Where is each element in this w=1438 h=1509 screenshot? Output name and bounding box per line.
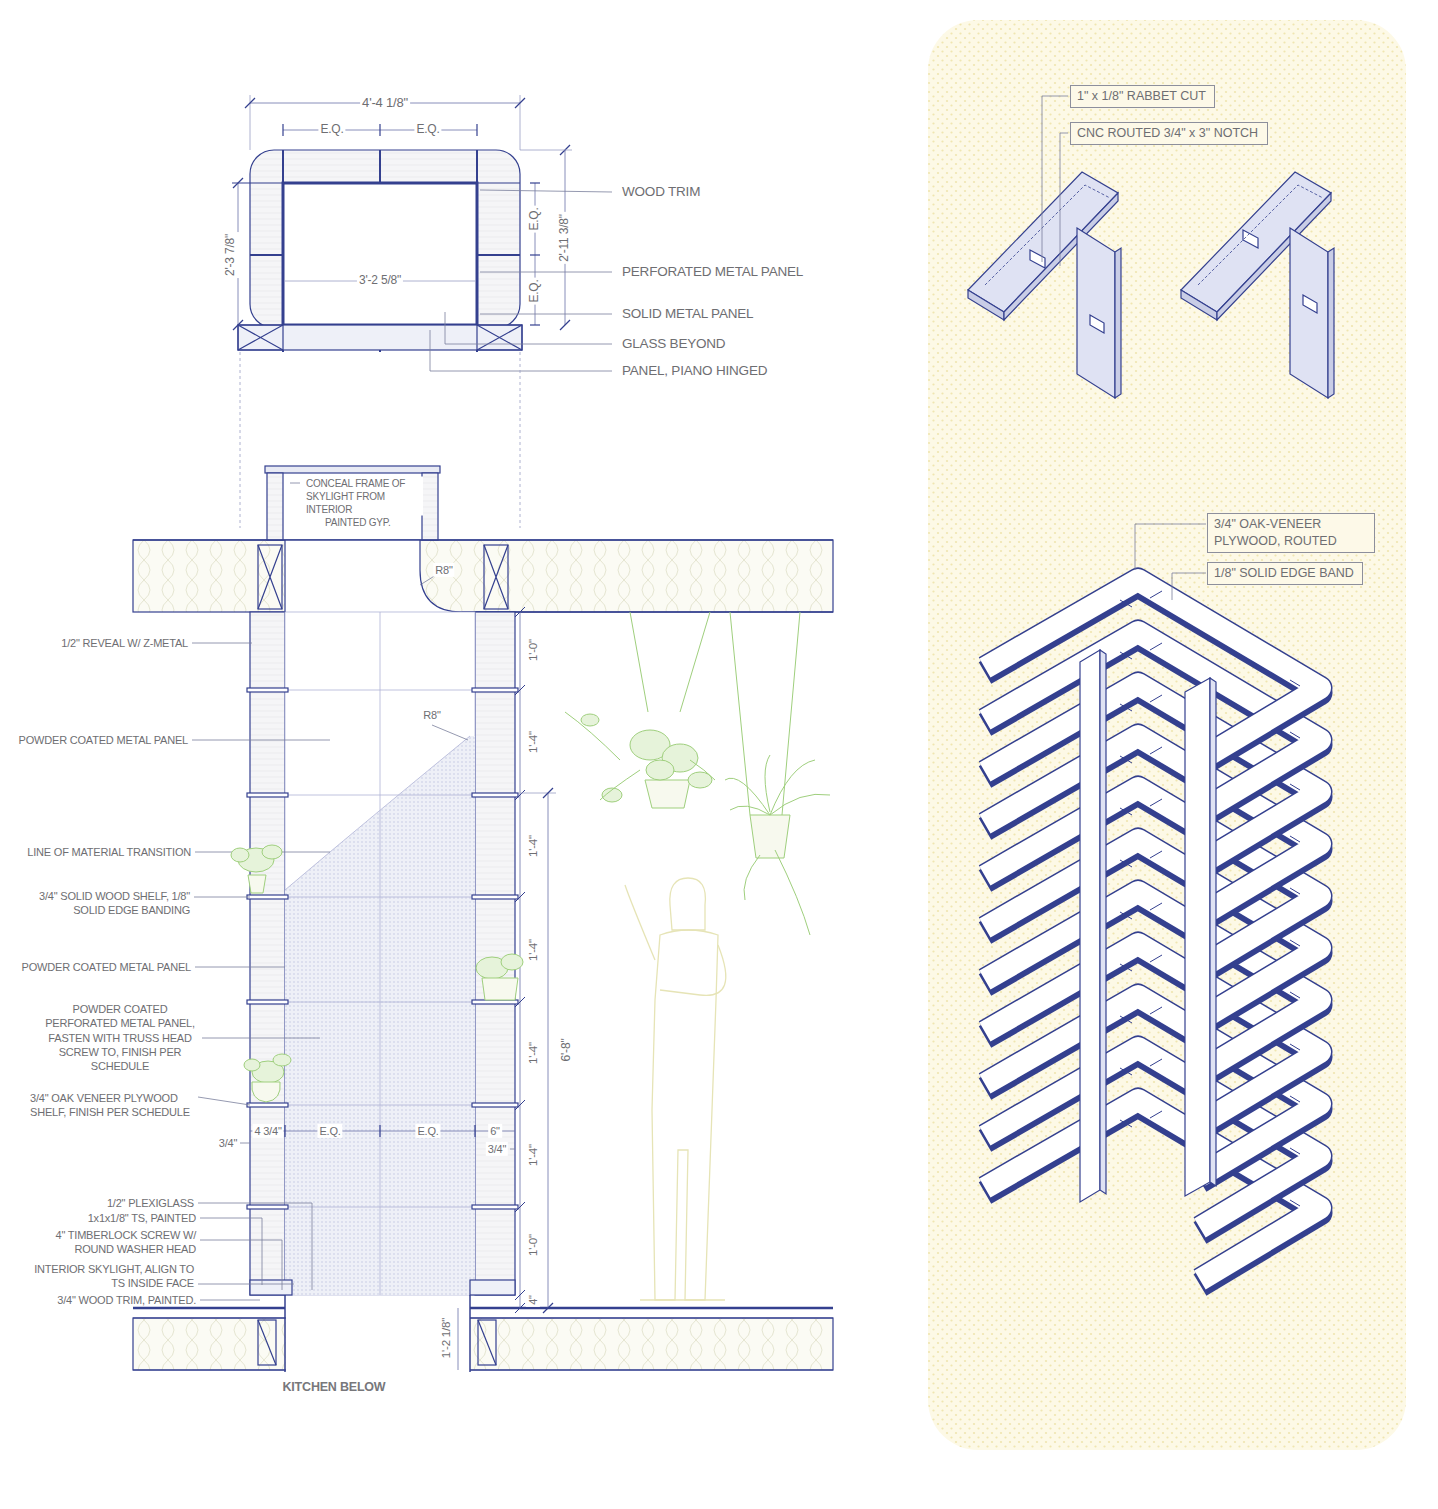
callout-label: POWDER COATED METAL PANEL <box>22 960 191 974</box>
callout-label: POWDER COATED METAL PANEL <box>19 733 188 747</box>
dimension: 1'-4" <box>526 833 541 859</box>
dimension: 3'-2 5/8" <box>357 273 403 289</box>
callout-label: GLASS BEYOND <box>622 335 725 353</box>
dimension: 1'-0" <box>526 1232 541 1258</box>
callout-text: 1/8" SOLID EDGE BAND <box>1214 565 1356 582</box>
dimension: E.Q. <box>318 122 345 138</box>
callout-label: INTERIOR SKYLIGHT, ALIGN TO TS INSIDE FA… <box>19 1262 194 1291</box>
callout-label: CONCEAL FRAME OF SKYLIGHT FROM INTERIOR <box>304 477 423 516</box>
dimension: 3/4" <box>486 1142 508 1156</box>
dimension: E.Q. <box>414 122 441 138</box>
dimension: E.Q. <box>527 205 543 232</box>
callout-label: PANEL, PIANO HINGED <box>622 362 767 380</box>
callout-label: 1x1x1/8" TS, PAINTED <box>88 1211 196 1225</box>
dimension: 4 3/4" <box>252 1124 283 1138</box>
dimension: 1'-4" <box>526 729 541 755</box>
dimension: 1'-4" <box>526 1142 541 1168</box>
sheet-note: KITCHEN BELOW <box>283 1379 386 1395</box>
dimension: E.Q. <box>317 1124 342 1138</box>
callout-label: SOLID METAL PANEL <box>622 305 753 323</box>
callout-box: 1/8" SOLID EDGE BAND <box>1207 562 1363 585</box>
dimension: 1'-0" <box>526 637 541 663</box>
dimension: 1'-4" <box>526 1040 541 1066</box>
callout-label: 3/4" OAK VENEER PLYWOOD SHELF, FINISH PE… <box>30 1091 200 1120</box>
callout-text: 1" x 1/8" RABBET CUT <box>1077 88 1208 105</box>
callout-text: 3/4" OAK-VENEER PLYWOOD, ROUTED <box>1214 516 1368 550</box>
callout-label: PAINTED GYP. <box>323 516 393 529</box>
callout-label: 1/2" REVEAL W/ Z-METAL <box>61 636 188 650</box>
callout-box: 1" x 1/8" RABBET CUT <box>1070 85 1215 108</box>
callout-box: 3/4" OAK-VENEER PLYWOOD, ROUTED <box>1207 513 1375 553</box>
dimension: 2'-3 7/8" <box>223 232 239 278</box>
dimension: 2'-11 3/8" <box>557 212 573 264</box>
callout-label: WOOD TRIM <box>622 183 700 201</box>
callout-label: PERFORATED METAL PANEL <box>622 263 803 281</box>
callout-label: 3/4" SOLID WOOD SHELF, 1/8" SOLID EDGE B… <box>25 889 190 918</box>
dimension: R8" <box>421 708 442 722</box>
callout-text: CNC ROUTED 3/4" x 3" NOTCH <box>1077 125 1261 142</box>
dimension: E.Q. <box>527 277 543 304</box>
dimension: 1'-2 1/8" <box>439 1316 454 1360</box>
dimension: 3/4" <box>217 1136 239 1150</box>
callout-label: 4" TIMBERLOCK SCREW W/ ROUND WASHER HEAD <box>31 1228 196 1257</box>
dimension: 4" <box>526 1293 540 1307</box>
callout-box: CNC ROUTED 3/4" x 3" NOTCH <box>1070 122 1268 145</box>
dimension: E.Q. <box>415 1124 440 1138</box>
dimension: 1'-4" <box>526 937 541 963</box>
callout-label: LINE OF MATERIAL TRANSITION <box>27 845 191 859</box>
callout-label: 1/2" PLEXIGLASS <box>107 1196 194 1210</box>
dimension: R8" <box>433 563 454 577</box>
callout-label: POWDER COATED PERFORATED METAL PANEL, FA… <box>38 1002 203 1073</box>
dimension: 6" <box>488 1124 502 1138</box>
dimension: 4'-4 1/8" <box>360 95 410 112</box>
callout-label: 3/4" WOOD TRIM, PAINTED. <box>57 1293 196 1307</box>
dimension: 6'-8" <box>559 1037 575 1064</box>
